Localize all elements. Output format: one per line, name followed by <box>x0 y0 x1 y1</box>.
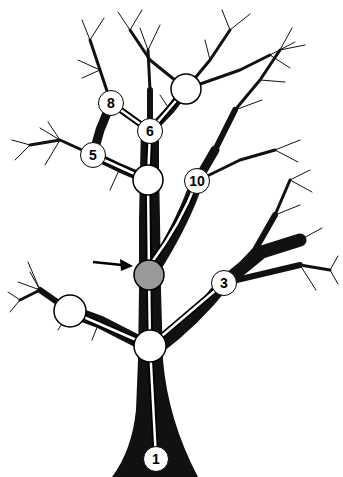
callout-number: 3 <box>220 276 228 290</box>
numbered-circle: 3 <box>211 270 237 296</box>
callout-number: 6 <box>146 124 154 138</box>
numbered-circle: 1 <box>143 446 169 472</box>
numbered-circle: 10 <box>184 168 210 194</box>
numbered-circle: 6 <box>137 118 163 144</box>
numbered-circle: 8 <box>98 90 124 116</box>
callout-number: 1 <box>152 452 160 466</box>
numbered-circle: 5 <box>80 142 106 168</box>
callout-number: 5 <box>89 148 97 162</box>
callout-number: 10 <box>189 174 205 188</box>
callout-number: 8 <box>107 96 115 110</box>
